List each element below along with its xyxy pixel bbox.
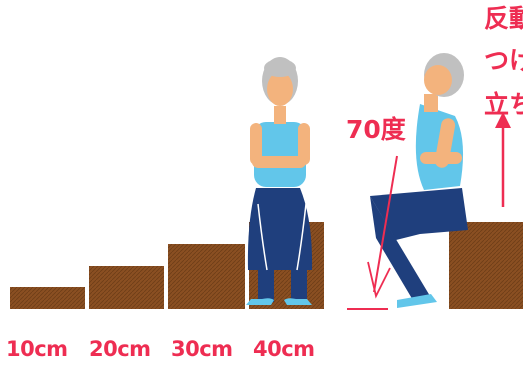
step-label-40cm: 40cm: [253, 339, 315, 360]
step-label-20cm: 20cm: [89, 339, 151, 360]
seated-elderly-woman-icon: [246, 57, 312, 305]
step-label-10cm: 10cm: [6, 339, 68, 360]
up-arrow-icon: [495, 112, 511, 207]
side-text-line-1: 反動: [484, 6, 523, 31]
seat-box-right: [449, 222, 523, 309]
step-box-30cm: [168, 244, 245, 309]
step-label-30cm: 30cm: [171, 339, 233, 360]
side-text-line-2: つけ: [484, 48, 523, 73]
step-box-20cm: [89, 266, 164, 309]
step-box-10cm: [10, 287, 85, 309]
angle-label: 70度: [346, 117, 406, 142]
side-text-line-3: 立ち: [484, 92, 523, 117]
